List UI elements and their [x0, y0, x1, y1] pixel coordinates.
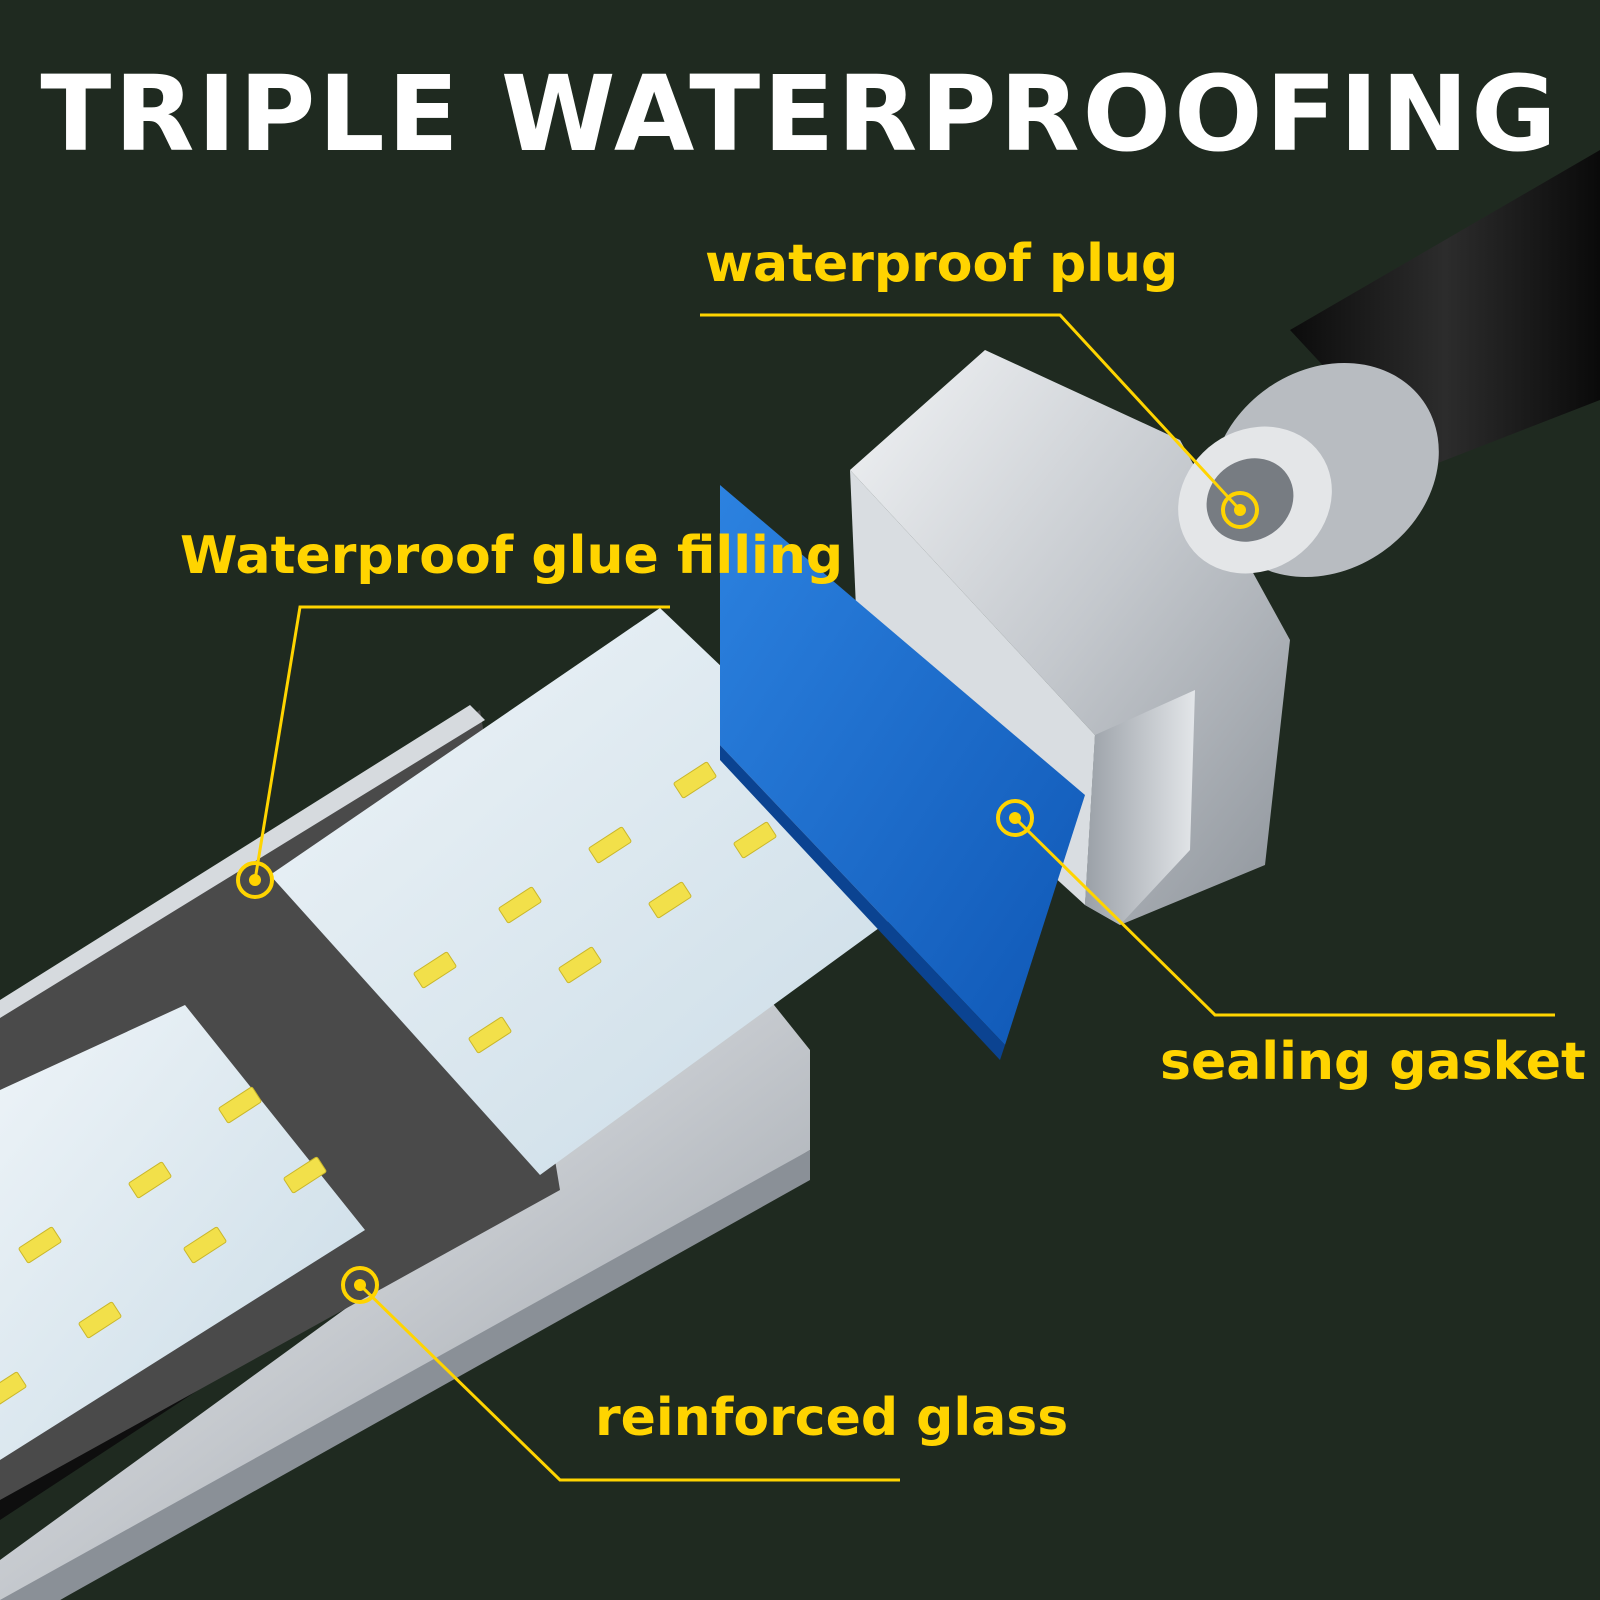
led-chip	[468, 1016, 512, 1054]
led-chip	[283, 1156, 327, 1194]
reinforced-glass-panel	[0, 1005, 365, 1460]
glue-marker	[236, 861, 274, 899]
sealing-gasket-label: sealing gasket	[1160, 1032, 1586, 1092]
led-chip	[128, 1161, 172, 1199]
glass-marker	[341, 1266, 379, 1304]
led-chip	[558, 946, 602, 984]
waterproof-glue-label: Waterproof glue filling	[180, 526, 844, 586]
led-chip	[183, 1226, 227, 1264]
callout-markers	[236, 491, 1259, 1304]
led-chip	[18, 1226, 62, 1264]
reinforced-glass-label: reinforced glass	[595, 1388, 1069, 1448]
gasket-marker	[996, 799, 1034, 837]
led-chip	[588, 826, 632, 864]
callout-lines	[253, 313, 1555, 1482]
plug-marker	[1221, 491, 1259, 529]
led-chip	[498, 886, 542, 924]
page-title: TRIPLE WATERPROOFING	[40, 53, 1560, 175]
sealing-gasket	[720, 485, 1085, 1060]
led-chip	[413, 951, 457, 989]
waterproof-plug-label: waterproof plug	[705, 234, 1179, 294]
led-chip	[218, 1086, 262, 1124]
led-chip	[648, 881, 692, 919]
led-chip	[0, 1371, 27, 1409]
led-chip	[673, 761, 717, 799]
led-chip	[78, 1301, 122, 1339]
led-chip	[733, 821, 777, 859]
led-chips	[0, 761, 777, 1409]
